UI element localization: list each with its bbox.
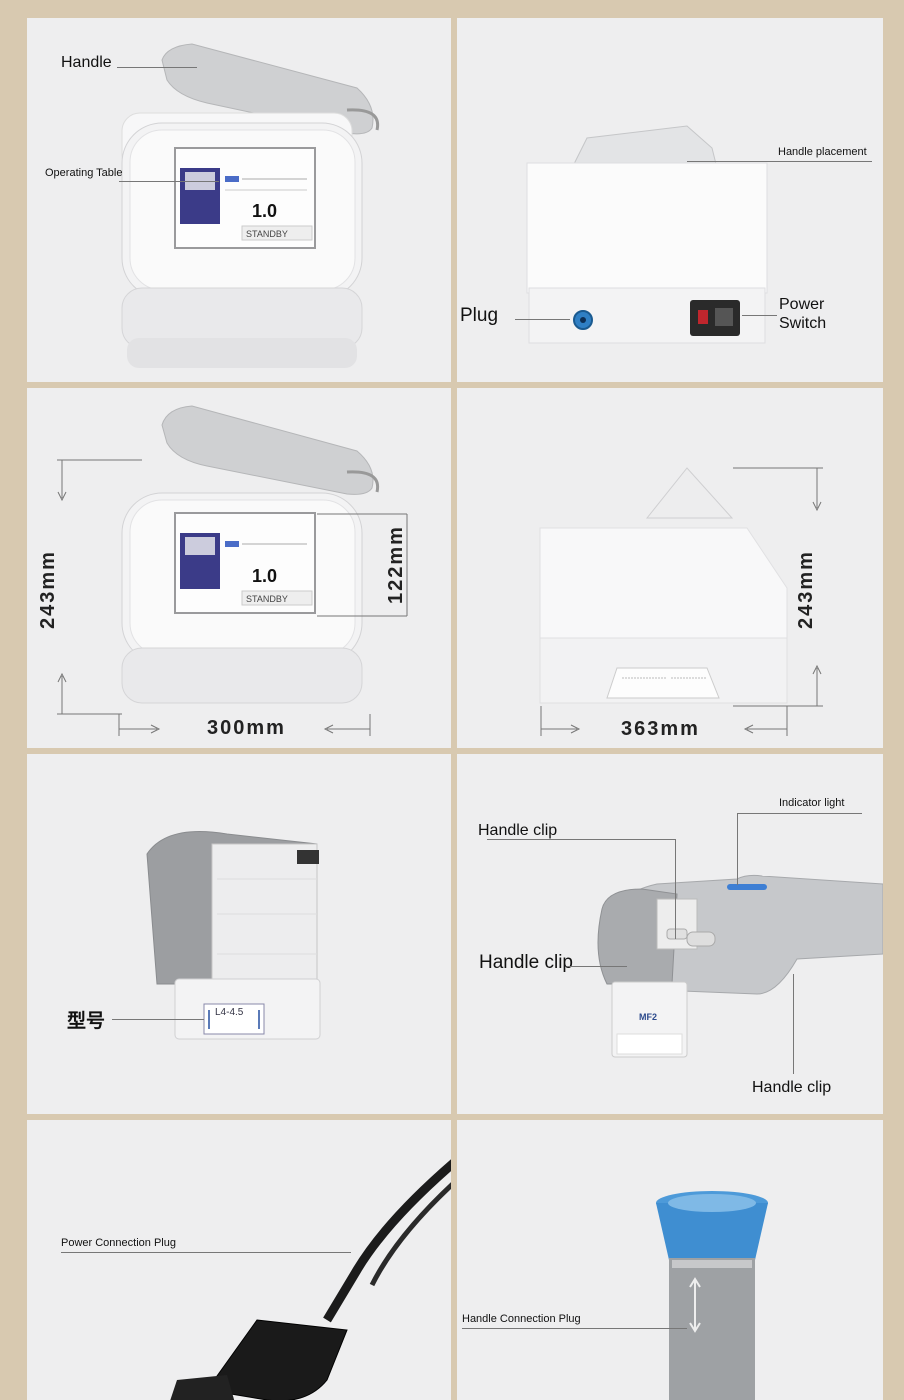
leader-indicator-light-h — [737, 813, 862, 814]
leader-handle-clip-3 — [793, 974, 794, 1074]
model-value: L4-4.5 — [215, 1007, 244, 1018]
leader-handle-placement — [687, 161, 872, 162]
label-handle-clip-3: Handle clip — [752, 1079, 832, 1096]
panel-side-dimensions: 243mm 363mm — [457, 388, 883, 748]
panel-cartridge: L4-4.5 型号 — [27, 754, 451, 1114]
label-power-connection-plug: Power Connection Plug — [61, 1237, 176, 1249]
side-dimension-illustration — [539, 467, 823, 736]
dimension-screen-height: 122mm — [384, 525, 407, 604]
front-dimension-illustration — [57, 405, 408, 736]
label-handle-clip-1: Handle clip — [478, 822, 558, 839]
cartridge-badge: MF2 — [639, 1012, 657, 1022]
leader-handle — [117, 67, 197, 68]
leader-power-connection-plug — [61, 1252, 351, 1253]
label-indicator-light: Indicator light — [779, 797, 845, 809]
screen-status: STANDBY — [246, 594, 288, 604]
power-plug-illustration — [170, 1159, 451, 1400]
label-model: 型号 — [67, 1011, 106, 1032]
dimension-depth: 363mm — [621, 718, 700, 740]
panel-handle-detail: MF2 Indicator light Handle clip Handle c… — [457, 754, 883, 1114]
leader-plug — [515, 319, 570, 320]
label-handle: Handle — [61, 54, 112, 71]
screen-status: STANDBY — [246, 229, 288, 239]
device-front-illustration — [121, 43, 380, 368]
label-handle-connection-plug: Handle Connection Plug — [462, 1313, 581, 1325]
handle-plug-illustration — [656, 1191, 768, 1400]
panel-device-front: 1.0 STANDBY Handle Operating Table — [27, 18, 451, 382]
leader-power-switch — [742, 315, 777, 316]
panel-front-dimensions: 1.0 STANDBY 243mm 122mm 300mm — [27, 388, 451, 748]
panel-device-back: Handle placement Plug Power Switch — [457, 18, 883, 382]
dimension-height: 243mm — [36, 550, 59, 629]
label-plug: Plug — [460, 305, 499, 326]
screen-value: 1.0 — [252, 566, 278, 586]
leader-handle-connection-plug — [462, 1328, 687, 1329]
panel-handle-plug: Handle Connection Plug — [457, 1120, 883, 1400]
label-power: Power — [779, 296, 825, 313]
label-switch: Switch — [779, 315, 827, 332]
leader-model — [112, 1019, 204, 1020]
leader-handle-clip-2 — [567, 966, 627, 967]
dimension-width: 300mm — [207, 717, 286, 739]
screen-value: 1.0 — [252, 201, 278, 221]
leader-handle-clip-1-h — [487, 839, 675, 840]
leader-handle-clip-1-v — [675, 839, 676, 939]
panel-power-plug: Power Connection Plug — [27, 1120, 451, 1400]
cartridge-illustration — [146, 831, 321, 1040]
device-back-illustration — [526, 125, 768, 344]
dimension-height: 243mm — [794, 550, 817, 629]
label-operating-table: Operating Table — [45, 167, 123, 179]
leader-indicator-light-v — [737, 813, 738, 885]
label-handle-clip-2: Handle clip — [479, 952, 573, 973]
leader-operating-table — [119, 181, 219, 182]
label-handle-placement: Handle placement — [778, 146, 867, 158]
